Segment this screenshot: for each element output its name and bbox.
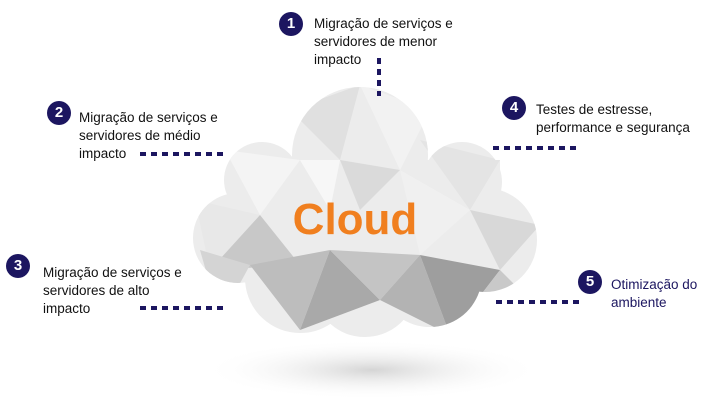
step-5-label: Otimização do ambiente: [611, 276, 697, 312]
step-4-badge: 4: [502, 96, 526, 120]
step-3-line-3: impacto: [43, 301, 91, 316]
step-2-line-1: Migração de serviços e: [79, 110, 218, 125]
step-2-line-2: servidores de médio: [79, 128, 201, 143]
cloud-title: Cloud: [292, 195, 418, 244]
step-3-connector: [140, 306, 226, 310]
step-1-line-3: impacto: [314, 52, 362, 67]
step-1-connector: [377, 58, 381, 96]
cloud-shadow: [202, 340, 542, 400]
step-4-line-2: performance e segurança: [536, 120, 690, 135]
step-1-badge: 1: [279, 12, 303, 36]
step-5-connector: [496, 300, 582, 304]
step-3-label: Migração de serviços e servidores de alt…: [43, 264, 182, 318]
step-4-connector: [493, 146, 579, 150]
step-3-line-2: servidores de alto: [43, 283, 150, 298]
step-1-label: Migração de serviços e servidores de men…: [314, 15, 453, 69]
step-2-line-3: impacto: [79, 146, 127, 161]
step-4-line-1: Testes de estresse,: [536, 102, 653, 117]
step-4-label: Testes de estresse, performance e segura…: [536, 101, 690, 137]
step-3-badge: 3: [6, 254, 30, 278]
step-3-line-1: Migração de serviços e: [43, 265, 182, 280]
step-2-badge: 2: [47, 101, 71, 125]
step-5-line-1: Otimização do: [611, 277, 698, 292]
step-1-line-1: Migração de serviços e: [314, 16, 453, 31]
step-2-label: Migração de serviços e servidores de méd…: [79, 109, 218, 163]
step-2-connector: [140, 152, 226, 156]
step-5-line-2: ambiente: [611, 295, 667, 310]
step-5-badge: 5: [578, 270, 602, 294]
step-1-line-2: servidores de menor: [314, 34, 438, 49]
